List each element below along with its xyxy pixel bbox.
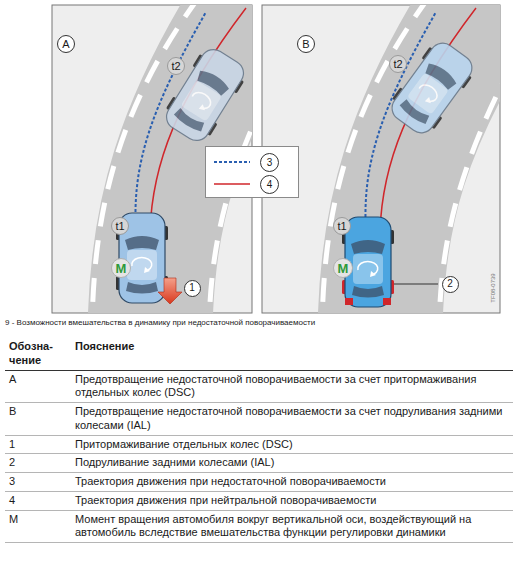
table-code: 1 [5, 436, 71, 455]
watermark: TF08-0739 [490, 273, 496, 302]
node-text: M [116, 262, 127, 275]
table-code: B [5, 403, 71, 436]
callout-number: 2 [442, 276, 459, 293]
table-code: A [5, 371, 71, 404]
time-badge: t1 [111, 217, 129, 235]
node-text: t2 [171, 61, 180, 72]
table-text: Траектория движения при недостаточной по… [71, 473, 513, 492]
node-text: t1 [115, 221, 124, 232]
table-text: Траектория движения при нейтральной пово… [71, 492, 513, 511]
table-code: 2 [5, 454, 71, 473]
road-a [92, 5, 252, 313]
time-badge: t2 [167, 57, 185, 75]
moment-badge: M [111, 258, 131, 278]
node-text: t1 [337, 221, 346, 232]
node-text: B [302, 39, 309, 50]
panel-letter: B [297, 35, 315, 53]
legend-table: Обозна-чениеПояснениеAПредотвращение нед… [5, 338, 513, 543]
table-code: 4 [5, 492, 71, 511]
time-badge: t1 [333, 217, 351, 235]
legend-swatch [206, 151, 252, 173]
table-header: Пояснение [71, 338, 513, 371]
panel-letter: A [57, 35, 75, 53]
car [159, 43, 251, 147]
legend-number: 4 [260, 175, 279, 194]
car [385, 36, 480, 139]
table-text: Притормаживание отдельных колес (DSC) [71, 436, 513, 455]
node-text: A [62, 39, 69, 50]
table-text: Момент вращения автомобиля вокруг вертик… [71, 511, 513, 544]
callout-number: 1 [184, 280, 201, 297]
brake-arrow [158, 278, 182, 304]
legend-entry: 4 [206, 173, 298, 195]
table-text: Предотвращение недостаточной поворачивае… [71, 371, 513, 404]
road-b [322, 5, 500, 313]
figure-caption: 9 - Возможности вмешательства в динамику… [5, 318, 315, 327]
time-badge: t2 [389, 55, 407, 73]
legend-swatch [206, 173, 252, 195]
moment-badge: M [333, 258, 353, 278]
table-text: Подруливание задними колесами (IAL) [71, 454, 513, 473]
table-text: Предотвращение недостаточной поворачивае… [71, 403, 513, 436]
legend-number: 3 [260, 153, 279, 172]
table-header: Обозна-чение [5, 338, 71, 371]
table-code: M [5, 511, 71, 544]
node-text: 1 [189, 283, 195, 293]
node-text: M [338, 262, 349, 275]
node-text: t2 [393, 59, 402, 70]
legend-entry: 3 [206, 151, 298, 173]
node-text: 2 [447, 279, 453, 289]
table-code: 3 [5, 473, 71, 492]
leader-line [394, 284, 438, 285]
line-legend: 34 [205, 146, 299, 198]
